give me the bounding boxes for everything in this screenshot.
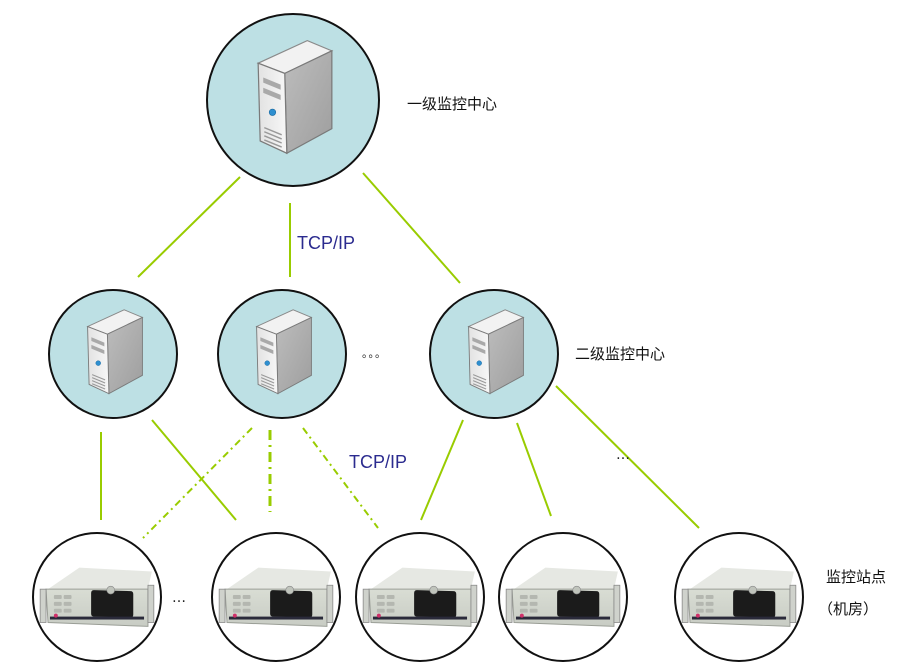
link-l2c-s5 <box>555 385 700 529</box>
link-center-l2a <box>137 176 241 278</box>
link-l2c-s4 <box>516 422 552 517</box>
level2-node-l2c <box>429 289 559 419</box>
ellipsis-stations: … <box>172 590 187 606</box>
level1-label: 一级监控中心 <box>407 95 498 113</box>
link-l2b-s1 <box>142 427 253 539</box>
protocol-label-top: TCP/IP <box>297 233 356 253</box>
link-center-l2c <box>362 172 461 284</box>
ellipsis-level2: 。。。 <box>362 347 387 360</box>
station-node-s3 <box>355 532 485 662</box>
nodes-layer <box>32 13 804 662</box>
links-layer <box>100 172 700 539</box>
station-node-s5 <box>674 532 804 662</box>
level2-node-l2a <box>48 289 178 419</box>
station-node-s2 <box>211 532 341 662</box>
station-node-s1 <box>32 532 162 662</box>
ellipsis-branch: … <box>616 447 631 463</box>
link-l2b-s3 <box>302 427 379 529</box>
station-label: 监控站点 <box>826 568 887 586</box>
link-l2a-s2 <box>151 419 237 521</box>
level2-label: 二级监控中心 <box>575 345 666 363</box>
station-sublabel: （机房） <box>818 600 879 618</box>
station-node-s4 <box>498 532 628 662</box>
level2-node-l2b <box>217 289 347 419</box>
link-l2c-s3 <box>420 419 464 521</box>
level1-node-center <box>206 13 380 187</box>
protocol-label-middle: TCP/IP <box>349 452 408 472</box>
